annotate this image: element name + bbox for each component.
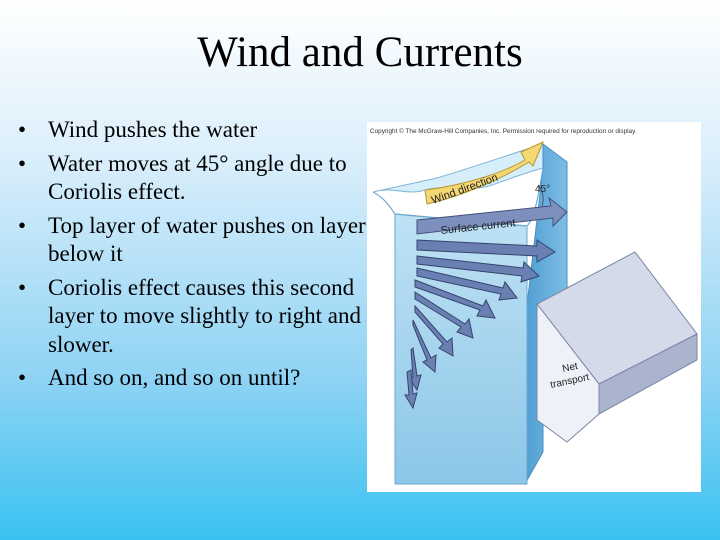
spiral-arrow-layer-5 (414, 279, 496, 319)
bullet-list: • Wind pushes the water • Water moves at… (18, 116, 368, 398)
bullet-dot-icon: • (18, 274, 27, 300)
bullet-item: • Top layer of water pushes on layer bel… (18, 212, 368, 269)
net-transport-label-line1: Net (561, 361, 579, 375)
bullet-dot-icon: • (18, 212, 27, 238)
spiral-arrow-layer-4 (416, 267, 518, 301)
bullet-item: • Coriolis effect causes this second lay… (18, 274, 368, 360)
ekman-spiral-diagram: Copyright © The McGraw-Hill Companies, I… (370, 127, 698, 486)
bullet-text: Top layer of water pushes on layer below… (48, 212, 366, 267)
slide-title: Wind and Currents (197, 29, 523, 76)
ekman-spiral-figure: Copyright © The McGraw-Hill Companies, I… (367, 122, 701, 492)
net-transport-block-front (536, 302, 600, 443)
bullet-dot-icon: • (18, 117, 27, 142)
spiral-arrow-layer-10 (404, 369, 418, 410)
bullet-item: • Wind pushes the water (18, 116, 368, 145)
bullet-dot-icon: • (18, 150, 27, 176)
bullet-item: • Water moves at 45° angle due to Coriol… (18, 150, 368, 207)
wind-direction-arrow (424, 141, 544, 205)
bullet-text: Water moves at 45° angle due to Coriolis… (48, 150, 347, 205)
net-transport-block-side (598, 333, 698, 415)
spiral-arrow-layer-3 (416, 255, 540, 283)
bullet-text: Wind pushes the water (48, 117, 258, 142)
copyright-notice: Copyright © The McGraw-Hill Companies, I… (370, 127, 637, 135)
water-top-surface (372, 143, 544, 193)
bullet-item: • And so on, and so on until? (18, 364, 368, 393)
spiral-arrow-layer-2 (416, 239, 556, 263)
ekman-spiral-arrows (404, 239, 556, 410)
bullet-text: And so on, and so on until? (48, 365, 301, 390)
spiral-arrow-layer-8 (412, 319, 437, 374)
bullet-dot-icon: • (18, 365, 27, 390)
spiral-arrow-layer-7 (414, 304, 454, 357)
angle-label: 45° (535, 184, 550, 195)
surface-current-arrow (416, 196, 568, 235)
spiral-arrow-layer-6 (414, 291, 474, 339)
bullet-text: Coriolis effect causes this second layer… (48, 274, 362, 357)
